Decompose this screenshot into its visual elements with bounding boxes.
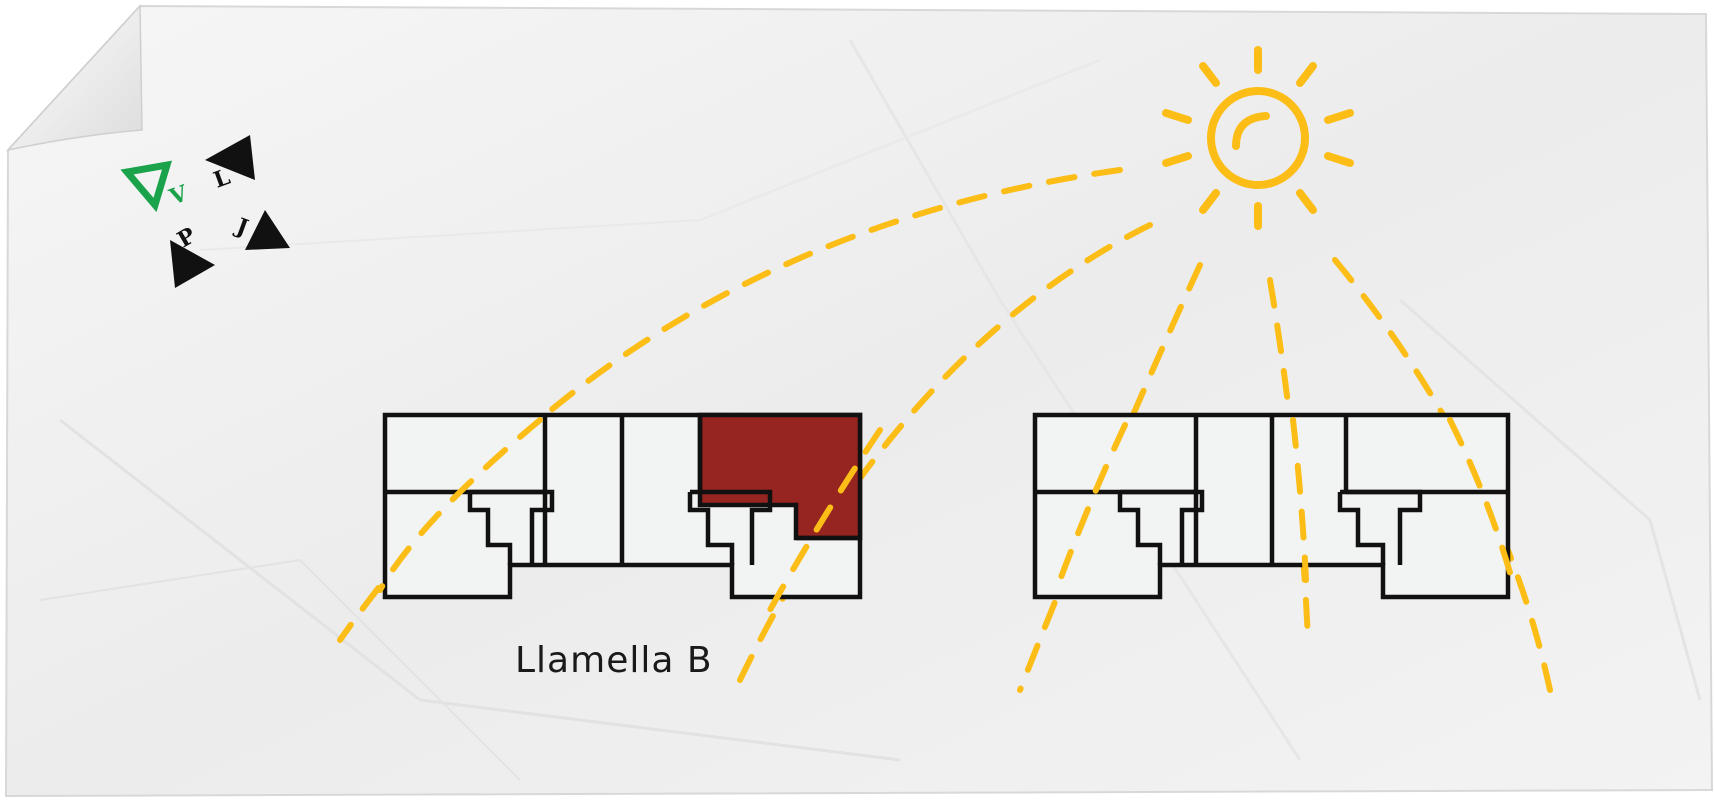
logo-triangle-l: [205, 135, 255, 180]
building-right: [1032, 412, 1511, 600]
paper-crease: [199, 59, 1101, 251]
stair-core: [1337, 492, 1386, 565]
paper-crease: [1399, 298, 1702, 701]
stair-core: [1120, 489, 1205, 565]
sun-beams: [1162, 46, 1354, 230]
paper-curl: [5, 4, 143, 152]
sun-highlight: [1232, 112, 1270, 150]
sun-ray-1-front: [377, 417, 543, 593]
sun-icon: [1162, 46, 1354, 230]
sun-rays-foreground: [377, 417, 1518, 613]
stair-core: [1340, 489, 1423, 565]
building-llamella-b: [382, 412, 863, 600]
stair-core: [467, 492, 513, 565]
paper-sheet: [4, 4, 1714, 798]
sun-ray-5-front: [1447, 417, 1518, 593]
paper-background: [4, 4, 1714, 798]
building-label: Llamella B: [515, 640, 713, 681]
stair-core: [470, 489, 555, 565]
logo-triangle-j: [245, 210, 290, 250]
sun-disc: [1207, 87, 1309, 189]
sun-ray-4-front: [1290, 417, 1309, 583]
paper-crease: [848, 39, 1302, 761]
sun-ray-3: [1017, 262, 1203, 693]
paper-crease: [39, 558, 521, 781]
sun-ray-3-front: [1057, 422, 1128, 583]
stair-core: [690, 489, 773, 565]
stair-core: [687, 492, 735, 565]
logo-triangle-v: [120, 160, 172, 213]
logo-triangle-p: [170, 240, 215, 288]
stair-core: [1117, 492, 1163, 565]
sun-ray-2-front: [767, 427, 883, 613]
paper-crease: [59, 418, 901, 762]
